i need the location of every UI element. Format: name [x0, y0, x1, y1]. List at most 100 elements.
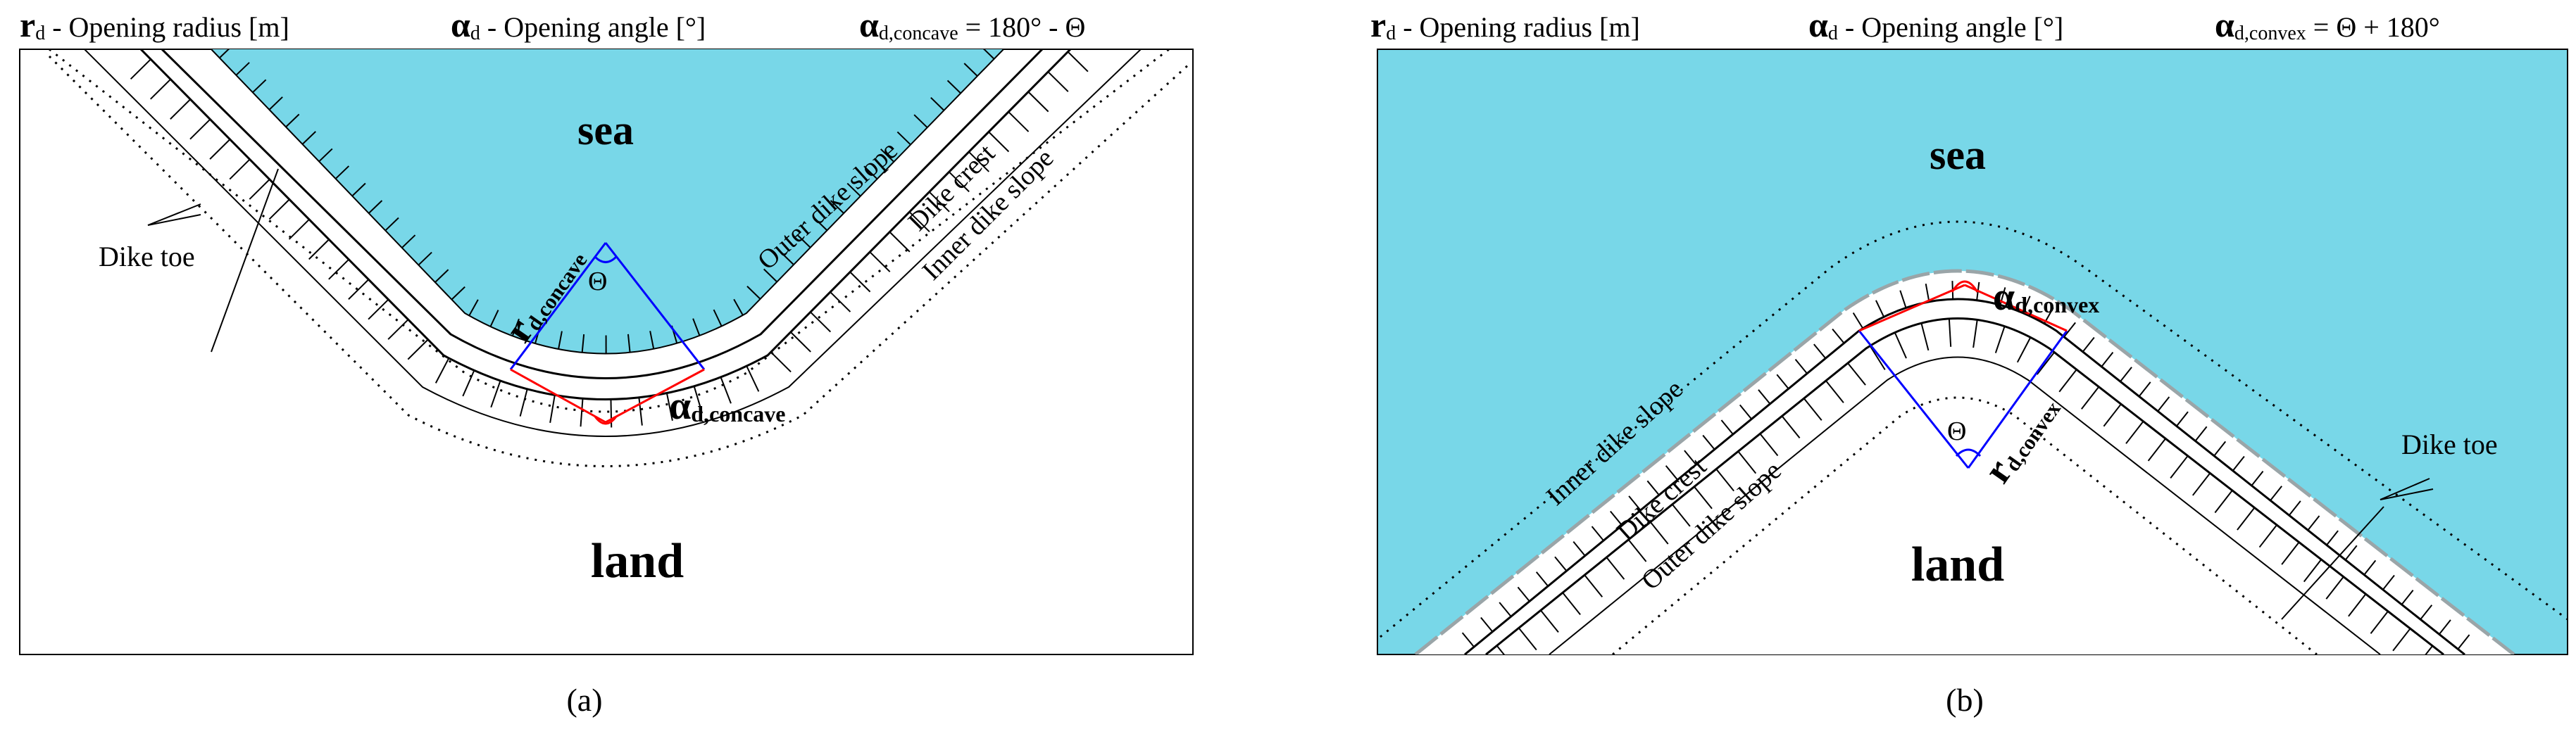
slope-hatch	[889, 231, 911, 253]
slope-hatch	[2237, 507, 2256, 531]
slope-hatch	[763, 268, 778, 283]
panel-b-sea-label: sea	[1930, 132, 1986, 178]
slope-hatch	[2213, 441, 2227, 457]
slope-hatch	[692, 318, 701, 336]
slope-hatch	[1894, 332, 1907, 359]
slope-hatch	[2303, 559, 2322, 583]
slope-hatch	[189, 118, 211, 140]
slope-hatch	[348, 279, 370, 300]
slope-hatch	[2192, 472, 2211, 496]
slope-hatch	[627, 334, 631, 353]
panel-a-sea-label: sea	[577, 107, 634, 153]
slope-hatch	[2120, 367, 2132, 382]
slope-hatch	[928, 191, 950, 213]
slope-hatch	[130, 58, 151, 80]
slope-hatch	[780, 251, 794, 265]
slope-hatch	[2251, 471, 2264, 486]
slope-hatch	[387, 319, 409, 340]
panel-b-dike-toe-pointer	[2380, 478, 2430, 500]
slope-hatch	[1628, 495, 1642, 511]
slope-hatch	[2147, 438, 2166, 462]
slope-hatch	[1759, 433, 1779, 457]
slope-hatch	[963, 63, 978, 77]
panel-b-inner-toe	[1549, 356, 2381, 654]
panel-a-slope-hatches	[130, 49, 1089, 428]
panel-b-header-radius: rd - Opening radius [m]	[1370, 5, 1640, 44]
slope-hatch	[1671, 504, 1691, 527]
slope-hatch	[1832, 328, 1845, 344]
slope-hatch	[2382, 574, 2395, 590]
slope-hatch	[2082, 336, 2095, 353]
slope-hatch	[1869, 345, 1886, 370]
panel-b-angle-line-left	[1858, 284, 1965, 332]
slope-hatch	[1461, 632, 1475, 647]
panel-a-crest-landside	[139, 49, 1072, 400]
slope-hatch	[1540, 609, 1559, 633]
slope-hatch	[434, 269, 449, 283]
slope-hatch	[468, 299, 479, 317]
slope-hatch	[1646, 480, 1660, 496]
panel-b-slope-hatches	[1461, 281, 2470, 654]
panel-a-angle-line-right	[605, 368, 705, 424]
slope-hatch	[1852, 312, 1864, 329]
panel-a-radius-line-right	[604, 242, 706, 370]
slope-hatch	[863, 165, 878, 180]
slope-hatch	[1825, 380, 1844, 403]
slope-hatch	[2016, 336, 2032, 363]
slope-hatch	[2439, 619, 2451, 635]
panel-a-dike-toe-pointer	[147, 203, 201, 226]
slope-hatch	[2232, 455, 2245, 472]
slope-hatch	[2176, 411, 2189, 427]
slope-hatch	[1776, 374, 1789, 389]
panel-a-theta-label: Θ	[588, 267, 607, 296]
panel-a-header-radius: rd - Opening radius [m]	[20, 5, 289, 44]
slope-hatch	[849, 271, 871, 293]
slope-hatch	[2101, 351, 2114, 367]
slope-hatch	[830, 291, 851, 312]
panel-b-alpha-arc	[1951, 280, 1979, 293]
panel-b-theta-label: Θ	[1947, 417, 1966, 446]
slope-hatch	[1781, 415, 1801, 439]
slope-hatch	[2344, 545, 2358, 561]
slope-hatch	[451, 286, 465, 300]
panel-b-outer-toe	[1414, 269, 2515, 654]
slope-hatch	[328, 258, 349, 280]
slope-hatch	[2157, 396, 2170, 412]
slope-hatch	[1803, 398, 1822, 421]
slope-hatch	[733, 298, 744, 316]
slope-hatch	[1684, 450, 1697, 465]
slope-hatch	[983, 49, 995, 60]
panel-a-toe-line-outer	[49, 49, 1170, 413]
slope-hatch	[1496, 645, 1505, 654]
panel-a-header-formula: αd,concave = 180° - Θ	[859, 5, 1085, 44]
panel-a-section-line	[211, 168, 279, 353]
slope-hatch	[968, 151, 990, 172]
slope-hatch	[1925, 284, 1930, 302]
panel-b: rd - Opening radius [m] αd - Opening ang…	[1370, 5, 2568, 718]
slope-hatch	[229, 158, 251, 180]
panel-b-section-line	[2281, 506, 2384, 620]
slope-hatch	[2138, 381, 2151, 397]
slope-hatch	[2125, 421, 2144, 444]
slope-hatch	[2258, 524, 2277, 548]
slope-hatch	[810, 311, 832, 333]
slope-hatch	[384, 217, 399, 232]
panel-b-radius-line-right	[1967, 330, 2068, 469]
slope-hatch	[2194, 426, 2208, 442]
panel-a: rd - Opening radius [m] αd - Opening ang…	[19, 5, 1194, 718]
slope-hatch	[1027, 91, 1049, 113]
slope-hatch	[1562, 592, 1581, 615]
slope-hatch	[1948, 318, 1952, 347]
slope-hatch	[1794, 359, 1808, 374]
panel-b-angle-line-right	[1964, 284, 2068, 332]
slope-hatch	[1627, 539, 1647, 562]
panel-a-caption: (a)	[566, 682, 602, 718]
slope-hatch	[1739, 404, 1752, 420]
slope-hatch	[1591, 526, 1604, 541]
slope-hatch	[1665, 465, 1678, 481]
slope-hatch	[2370, 611, 2389, 634]
slope-hatch	[830, 200, 844, 214]
panel-b-radius-line-left	[1858, 330, 1970, 469]
slope-hatch	[2307, 515, 2320, 531]
